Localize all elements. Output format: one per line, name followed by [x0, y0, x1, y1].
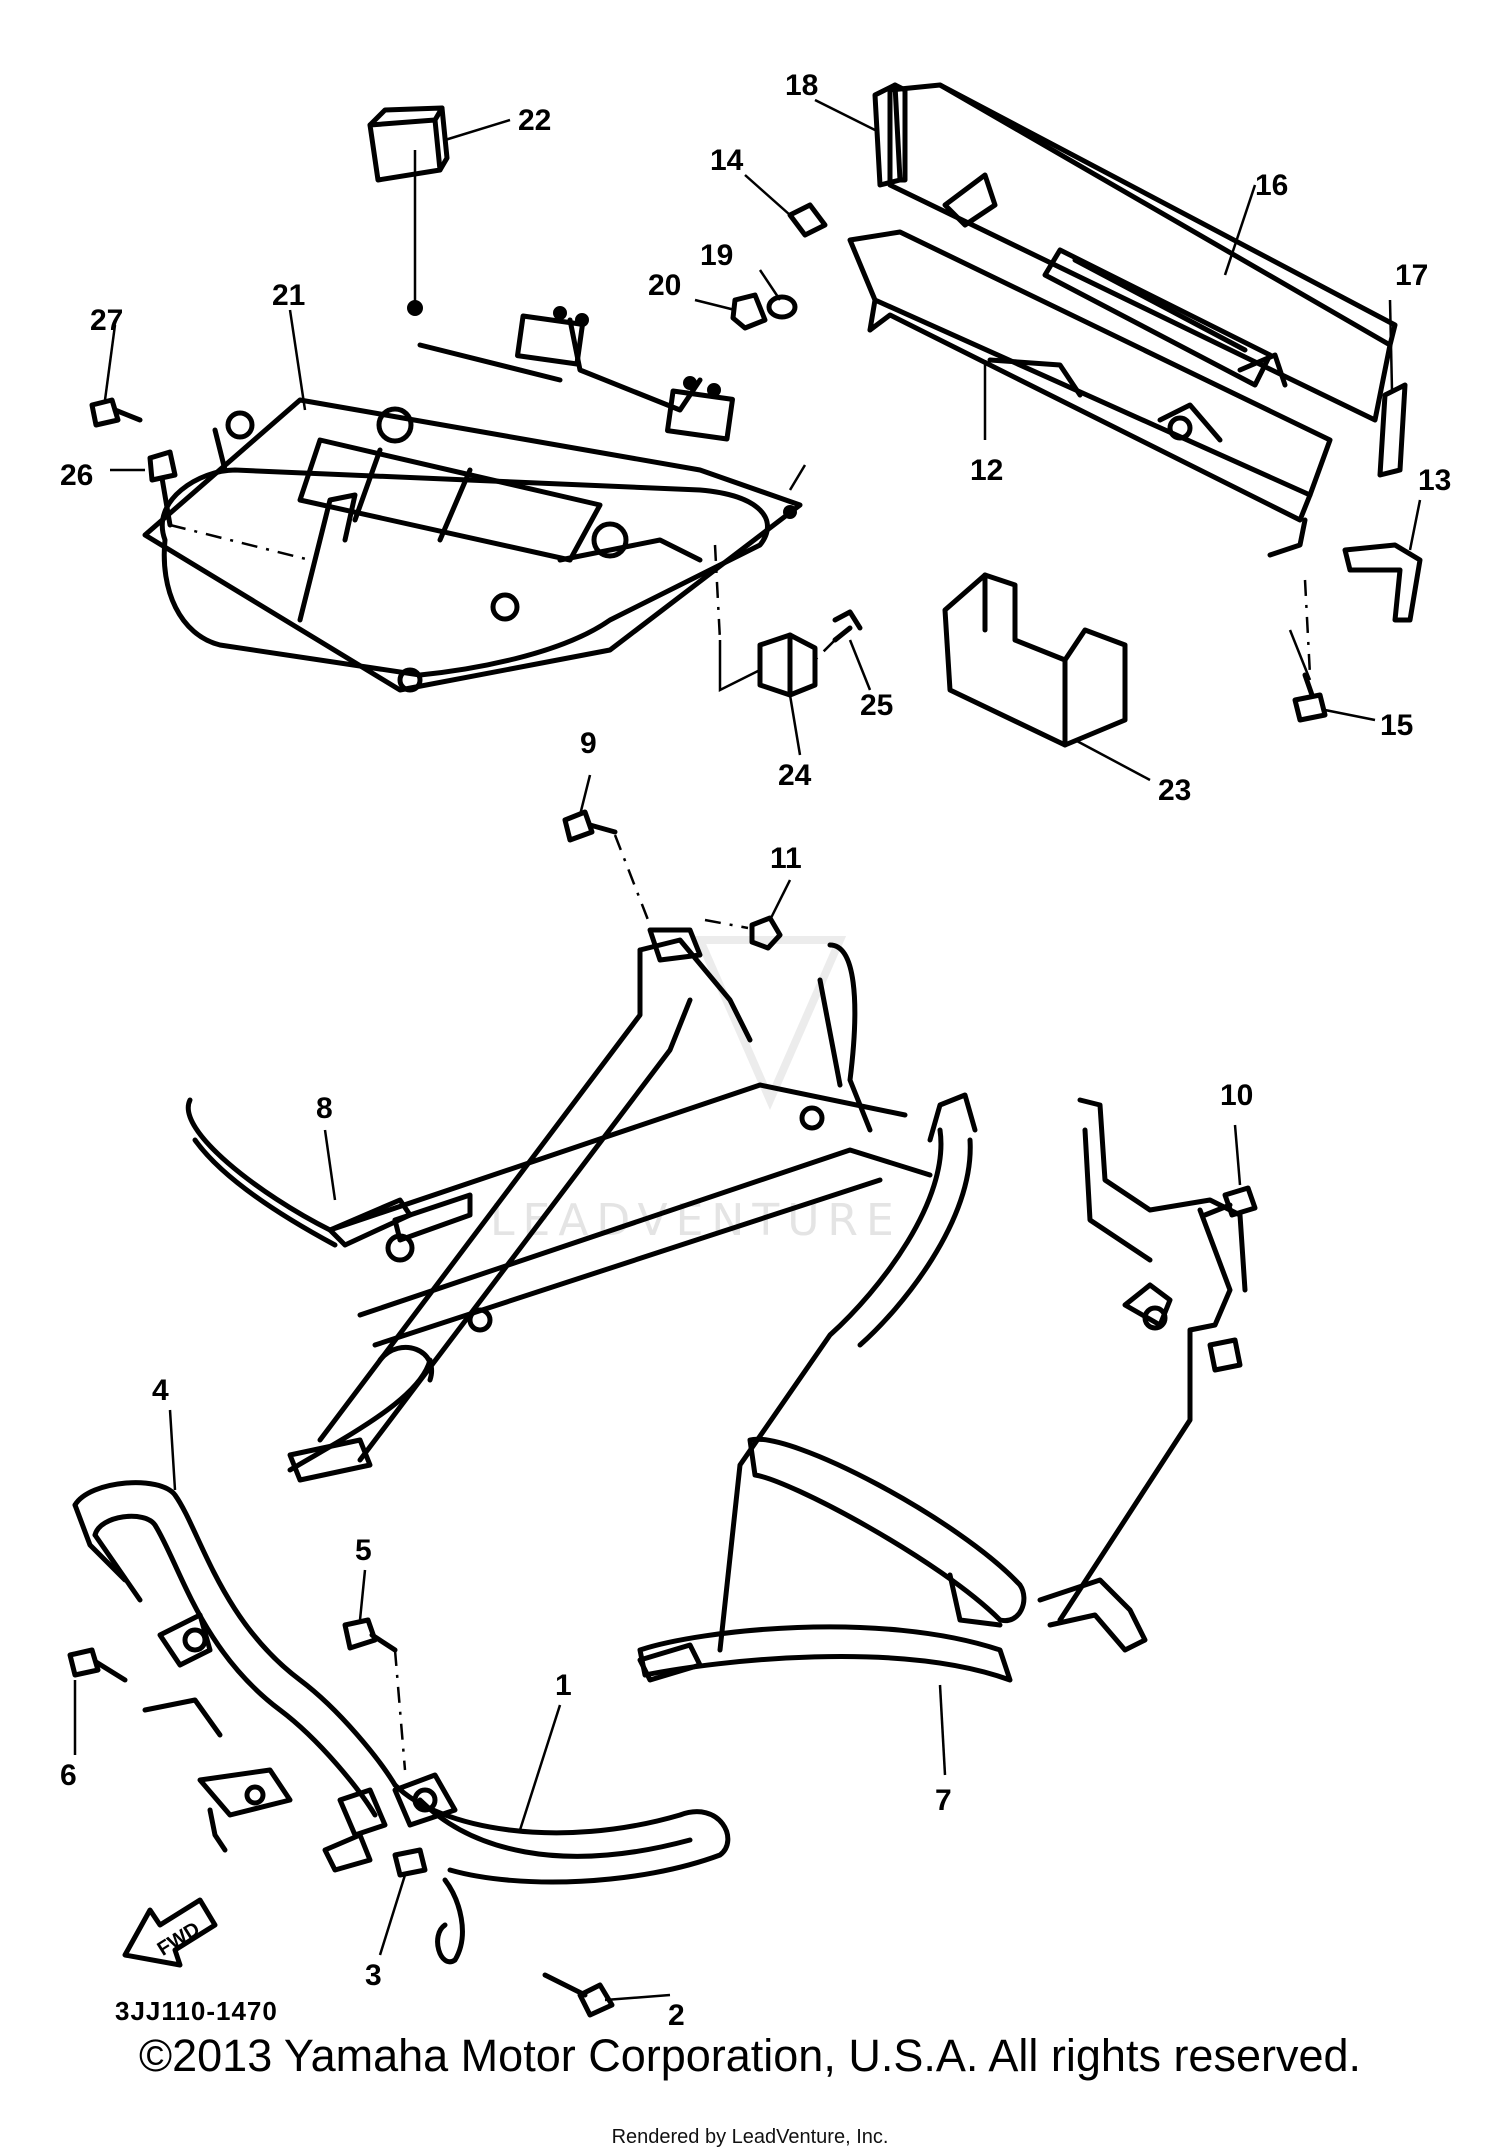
part-15-bolt: [1292, 672, 1328, 723]
callout-20: 20: [648, 269, 681, 302]
part-2-bolt: [542, 1972, 615, 2018]
callout-9: 9: [580, 727, 597, 760]
callout-14: 14: [710, 144, 744, 177]
diagram-code: 3JJ110-1470: [115, 1996, 278, 2026]
callout-10: 10: [1220, 1079, 1253, 1112]
copyright-notice: ©2013 Yamaha Motor Corporation, U.S.A. A…: [138, 2030, 1362, 2081]
part-20-nut: [730, 292, 768, 331]
part-11-nut: [749, 915, 783, 951]
callout-17: 17: [1395, 259, 1428, 292]
callout-25: 25: [860, 689, 893, 722]
part-19-washer: [766, 294, 798, 320]
leader-lines: [73, 98, 1422, 2002]
part-6-bolt: [67, 1647, 128, 1683]
callout-2: 2: [668, 1999, 685, 2030]
part-13-latch: [1342, 542, 1423, 623]
part-17-trim: [1377, 382, 1408, 478]
part-18-trim: [872, 82, 908, 188]
callout-4: 4: [152, 1374, 169, 1407]
part-14-bracket: [787, 202, 828, 238]
callout-16: 16: [1255, 169, 1288, 202]
callout-23: 23: [1158, 774, 1191, 807]
part-5-bolt: [342, 1617, 398, 1653]
part-16-backrest: [887, 82, 1398, 423]
callout-26: 26: [60, 459, 93, 492]
part-26-bolt: [147, 449, 178, 528]
callout-19: 19: [700, 239, 733, 272]
part-25-screw: [832, 609, 863, 643]
callout-11: 11: [770, 842, 802, 875]
callout-8: 8: [316, 1092, 333, 1125]
callout-12: 12: [970, 454, 1003, 487]
part-12-seat-bracket: [847, 229, 1333, 558]
part-8-frame: [185, 927, 933, 1483]
callouts: 22 18 14 16 17 19 20 27 21 26 12 13 15 2…: [60, 69, 1451, 2030]
parts-diagram: LEADVENTURE: [60, 69, 1451, 2030]
part-7-side-frame: [637, 1092, 1248, 1683]
part-22-damper: [367, 105, 450, 183]
callout-22: 22: [518, 104, 551, 137]
callout-3: 3: [365, 1959, 382, 1992]
part-9-bolt: [562, 809, 618, 843]
callout-21: 21: [272, 279, 305, 312]
part-23-block: [942, 572, 1128, 748]
part-21-seat-frame: [142, 300, 803, 693]
fwd-arrow: FWD: [122, 1897, 218, 1968]
part-24-damper: [757, 632, 818, 698]
part-4-front-guard: [72, 1480, 398, 1853]
callout-7: 7: [935, 1784, 952, 1817]
callout-18: 18: [785, 69, 818, 102]
rendered-by-notice: Rendered by LeadVenture, Inc.: [611, 2126, 889, 2148]
callout-6: 6: [60, 1759, 77, 1792]
part-1-bumper: [322, 1772, 731, 1965]
part-3-bolt: [392, 1847, 428, 1878]
callout-15: 15: [1380, 709, 1413, 742]
callout-5: 5: [355, 1534, 372, 1567]
part-27-bolt: [89, 397, 143, 428]
callout-24: 24: [778, 759, 812, 792]
callout-1: 1: [555, 1669, 572, 1702]
callout-27: 27: [90, 304, 123, 337]
callout-13: 13: [1418, 464, 1451, 497]
